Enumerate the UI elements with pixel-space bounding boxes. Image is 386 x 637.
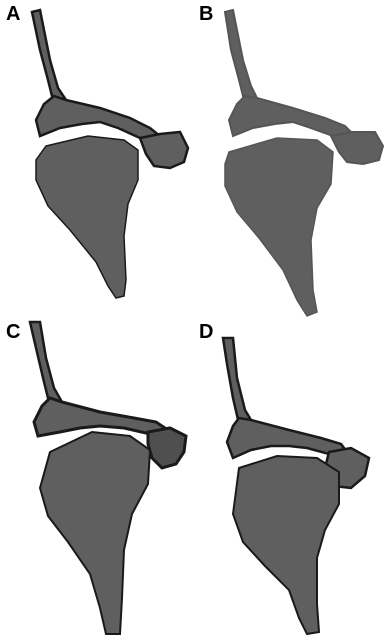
shoulder-joint-illustration-a [0,0,193,318]
scapular-spine [223,338,251,424]
humeral-head [40,432,150,634]
panel-a: A [0,0,193,318]
acromion [34,398,168,436]
scapular-spine [30,322,62,406]
acromion [36,96,160,138]
panel-c: C [0,318,193,636]
humeral-head [225,138,333,316]
panel-label-b: B [199,4,213,24]
shoulder-joint-illustration-c [0,318,193,636]
shoulder-joint-illustration-b [193,0,386,318]
panel-b: B [193,0,386,318]
scapular-spine [225,10,257,104]
scapular-spine [32,10,66,104]
panel-label-a: A [6,4,20,24]
panel-label-c: C [6,322,20,342]
humeral-head [36,136,138,298]
clavicle-end [331,132,383,164]
panel-d: D [193,318,386,636]
panel-label-d: D [199,322,213,342]
shoulder-joint-illustration-d [193,318,386,636]
clavicle-end [148,428,186,468]
humeral-head [233,456,339,634]
clavicle-end [140,132,188,168]
acromion [229,96,353,136]
